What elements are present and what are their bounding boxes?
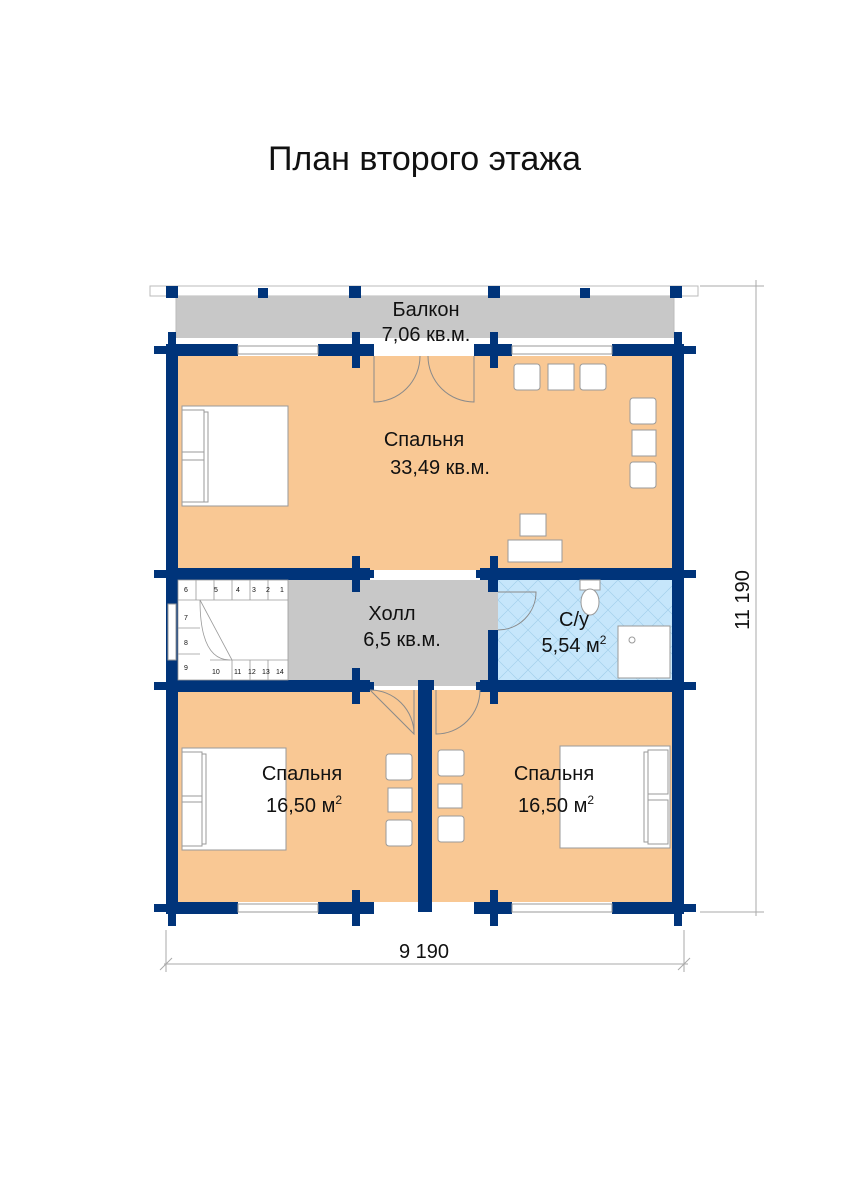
bedroom-left-area: 16,50 м bbox=[266, 795, 335, 817]
stair-step: 14 bbox=[276, 669, 284, 676]
armchair-icon bbox=[629, 461, 657, 489]
stair-step-numbers: 6 5 4 3 2 1 7 8 9 10 11 12 13 14 bbox=[184, 587, 284, 676]
table-icon bbox=[547, 363, 575, 391]
door-bedroom-right bbox=[435, 689, 481, 735]
armchair-icon bbox=[629, 397, 657, 425]
table-icon bbox=[387, 787, 413, 813]
armchair-icon bbox=[385, 753, 413, 781]
staircase bbox=[177, 579, 289, 681]
stairs-area bbox=[178, 580, 288, 680]
stair-step: 12 bbox=[248, 669, 256, 676]
stair-step: 11 bbox=[234, 669, 241, 676]
window bbox=[237, 345, 319, 355]
bathroom-area-sup: 2 bbox=[600, 633, 607, 647]
hall-floor bbox=[288, 580, 498, 686]
stair-step: 3 bbox=[252, 587, 256, 594]
balcony bbox=[149, 285, 699, 338]
armchair-icon bbox=[385, 819, 413, 847]
shower-icon bbox=[617, 625, 671, 679]
armchair-icon bbox=[513, 363, 541, 391]
wall-right bbox=[672, 344, 684, 914]
balcony-post bbox=[670, 286, 682, 298]
bedroom-right-name: Спальня bbox=[514, 763, 594, 785]
window bbox=[167, 603, 177, 661]
stair-step: 6 bbox=[184, 587, 188, 594]
dimension-lines bbox=[159, 280, 764, 972]
doors bbox=[369, 355, 537, 736]
wall-mid-lower bbox=[166, 680, 370, 692]
table-icon bbox=[631, 429, 657, 457]
bedroom-main-name: Спальня bbox=[384, 429, 464, 451]
bedroom-left-area-sup: 2 bbox=[335, 793, 342, 807]
dimension-width: 9 190 bbox=[399, 941, 449, 963]
wall-mid-lower bbox=[418, 680, 434, 690]
bedroom-right-area-text: 16,50 м2 bbox=[518, 793, 594, 817]
armchair-icon bbox=[579, 363, 607, 391]
bedroom-left-area-text: 16,50 м2 bbox=[266, 793, 342, 817]
balcony-post bbox=[349, 286, 361, 298]
stair-step: 5 bbox=[214, 587, 218, 594]
room-labels: Балкон 7,06 кв.м. Спальня 33,49 кв.м. Хо… bbox=[262, 299, 607, 817]
window bbox=[511, 903, 613, 913]
bedroom-right-area: 16,50 м bbox=[518, 795, 587, 817]
armchair-icon bbox=[437, 815, 465, 843]
balcony-name: Балкон bbox=[392, 299, 459, 321]
wall-bathroom bbox=[488, 630, 498, 680]
stair-step: 2 bbox=[266, 587, 270, 594]
page-title: План второго этажа bbox=[267, 140, 581, 178]
stair-step: 4 bbox=[236, 587, 240, 594]
wall-mid-lower bbox=[480, 680, 684, 692]
window bbox=[237, 903, 319, 913]
balcony-post bbox=[166, 286, 178, 298]
wall-mid-upper bbox=[166, 568, 370, 580]
stair-step: 9 bbox=[184, 665, 188, 672]
bedroom-right-area-sup: 2 bbox=[587, 793, 594, 807]
door-balcony bbox=[373, 355, 421, 403]
bedroom-main-area: 33,49 кв.м. bbox=[390, 457, 490, 479]
dimension-height: 11 190 bbox=[732, 570, 754, 630]
stair-step: 8 bbox=[184, 640, 188, 647]
wall-mid-upper bbox=[480, 568, 684, 580]
toilet-icon bbox=[580, 588, 600, 616]
bathroom-name: С/у bbox=[559, 609, 589, 631]
bathroom-area-text: 5,54 м2 bbox=[542, 633, 607, 657]
balcony-area: 7,06 кв.м. bbox=[382, 324, 471, 346]
hall-area: 6,5 кв.м. bbox=[363, 629, 441, 651]
hall-name: Холл bbox=[368, 603, 415, 625]
table-icon bbox=[437, 783, 463, 809]
stair-step: 10 bbox=[212, 669, 220, 676]
bedroom-left-name: Спальня bbox=[262, 763, 342, 785]
chair-icon bbox=[519, 513, 547, 537]
bathroom-area: 5,54 м bbox=[542, 635, 600, 657]
wall-bedroom-divider bbox=[418, 690, 432, 912]
desk-icon bbox=[507, 539, 563, 563]
balcony-post bbox=[488, 286, 500, 298]
balcony-post bbox=[580, 288, 590, 298]
stair-step: 7 bbox=[184, 615, 188, 622]
balcony-floor bbox=[176, 296, 674, 338]
stair-step: 13 bbox=[262, 669, 270, 676]
balcony-post bbox=[258, 288, 268, 298]
windows bbox=[167, 345, 613, 913]
stair-step: 1 bbox=[280, 587, 284, 594]
window bbox=[511, 345, 613, 355]
door-bathroom bbox=[497, 591, 537, 631]
armchair-icon bbox=[437, 749, 465, 777]
furniture bbox=[181, 363, 671, 851]
